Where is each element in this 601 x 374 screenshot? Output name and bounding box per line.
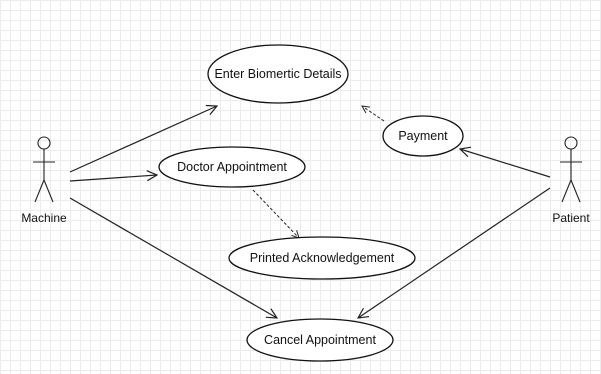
use-case-cancel-appointment[interactable]: Cancel Appointment <box>246 318 394 362</box>
use-case-label: Payment <box>398 129 448 143</box>
use-case-doctor-appointment[interactable]: Doctor Appointment <box>158 146 306 188</box>
association-machine-biometric[interactable] <box>69 106 217 173</box>
association-machine-cancel[interactable] <box>69 197 277 318</box>
use-case-shape <box>158 146 306 188</box>
actor-machine[interactable]: Machine <box>21 136 67 225</box>
use-case-shape <box>246 318 394 362</box>
association-machine-doctor[interactable] <box>69 175 157 182</box>
dependency-payment-biometric[interactable] <box>362 106 385 122</box>
use-case-enter-biometric-details[interactable]: Enter Biomertic Details <box>207 44 349 104</box>
actor-label: Machine <box>21 211 67 225</box>
stick-figure-icon <box>33 136 55 203</box>
actor-patient[interactable]: Patient <box>552 136 590 225</box>
use-case-shape <box>382 115 464 157</box>
use-case-shape <box>228 236 416 280</box>
actor-label: Patient <box>552 211 590 225</box>
stick-figure-icon <box>560 136 582 203</box>
use-case-printed-acknowledgement[interactable]: Printed Acknowledgement <box>228 236 416 280</box>
association-patient-payment[interactable] <box>460 149 551 178</box>
association-patient-cancel[interactable] <box>358 187 551 318</box>
use-case-payment[interactable]: Payment <box>382 115 464 157</box>
use-case-label: Enter Biomertic Details <box>214 67 341 81</box>
dependency-doctor-printed[interactable] <box>252 189 299 238</box>
use-case-shape <box>207 44 349 104</box>
use-case-label: Cancel Appointment <box>264 333 376 347</box>
use-case-label: Doctor Appointment <box>177 160 287 174</box>
use-case-label: Printed Acknowledgement <box>250 251 395 265</box>
